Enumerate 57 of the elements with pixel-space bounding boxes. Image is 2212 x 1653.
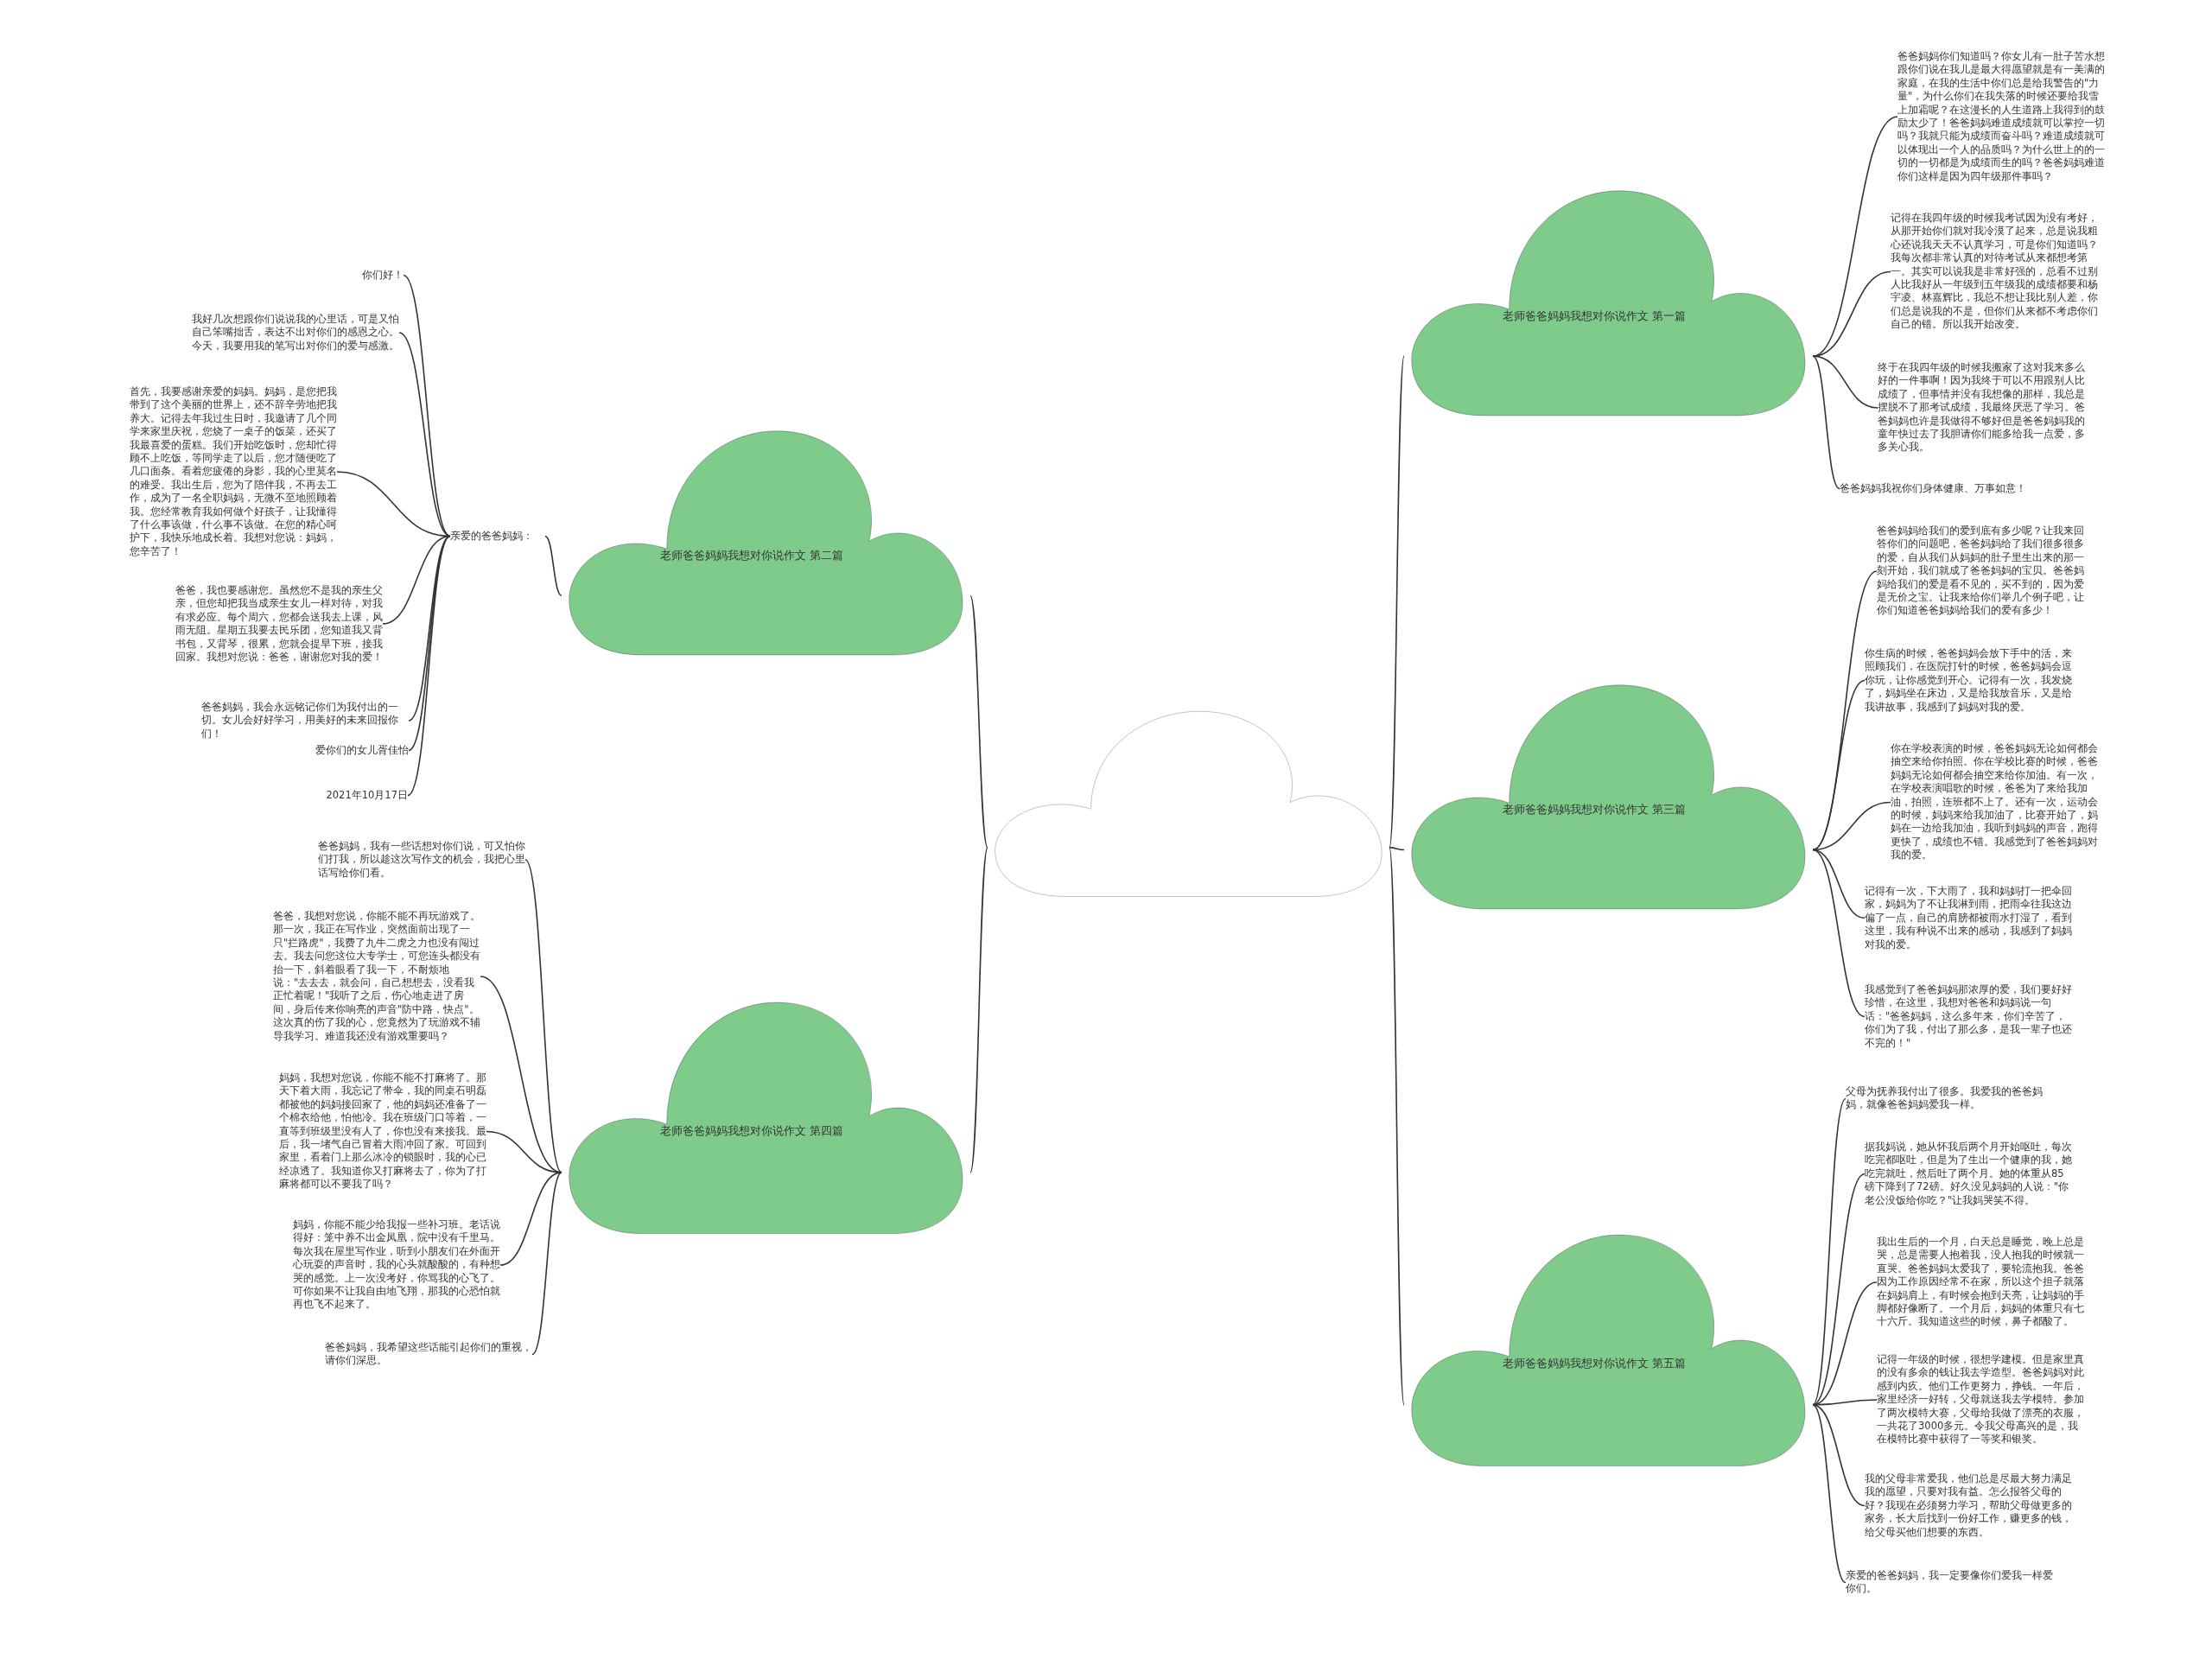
connector-line (1812, 849, 1866, 1018)
connector-line (531, 1172, 563, 1356)
paragraph-text: 妈妈，我想对您说，你能不能不打麻将了。那天下着大雨，我忘记了带伞，我的同桌石明磊都被他的妈妈接回家了，他的妈妈还准备了一个棉衣给他，怕他冷。我在班级门口等着，一直等到班级里没有人了，你也没有来接我。最后，我一堵气自己冒着大雨冲回了家。可回到家里，看着门上那么冰冷的锁眼时，我的心已经凉透了。我知道你又打麻将去了，你为了打麻将都可以不要我了吗？ (279, 1071, 486, 1192)
paragraph-text: 亲爱的爸爸妈妈，我一定要像你们爱我一样爱你们。 (1846, 1569, 2053, 1596)
paragraph-text: 我好几次想跟你们说说我的心里话，可是又怕自己笨嘴拙舌，表达不出对你们的感恩之心。今天，我要用我的笔写出对你们的爱与感激。 (192, 313, 399, 353)
connector-line (1389, 847, 1405, 1406)
connector-line (524, 859, 563, 1173)
paragraph-text: 记得有一次，下大雨了，我和妈妈打一把伞回家，妈妈为了不让我淋到雨，把雨伞往我这边偏了一点，自己的肩膀都被雨水打湿了，看到这里，我有种说不出来的感动，我感到了妈妈对我的爱。 (1865, 885, 2072, 952)
paragraph-text: 记得一年级的时候，很想学建模。但是家里真的没有多余的钱让我去学造型。爸爸妈妈对此感到内疚。他们工作更努力，挣钱。一年后，家里经济一好转，父母就送我去学模特。参加了两次模特大赛，父母给我做了漂亮的衣服，一共花了3000多元。令我父母高兴的是，我在模特比赛中获得了一等奖和银奖。 (1877, 1353, 2084, 1446)
paragraph-text: 亲爱的爸爸妈妈： (450, 530, 545, 544)
paragraph-text: 爸爸妈妈，我希望这些话能引起你们的重视，请你们深思。 (325, 1341, 532, 1368)
paragraph-text: 你们好！ (328, 269, 404, 283)
connector-line (403, 274, 451, 537)
paragraph-text: 我的父母非常爱我，他们总是尽最大努力满足我的愿望，只要对我有益。怎么报答父母的好？我现在必须努力学习，帮助父母做更多的家务，长大后找到一份好工作，赚更多的钱，给父母买他们想要的东西。 (1865, 1472, 2072, 1540)
paragraph-text: 我感觉到了爸爸妈妈那浓厚的爱，我们要好好珍惜，在这里，我想对爸爸和妈妈说一句话："爸爸妈妈，这么多年来，你们辛苦了，你们为了我，付出了那么多，是我一辈子也还不完的！" (1865, 983, 2072, 1051)
connector-line (1812, 1404, 1866, 1507)
connector-line (544, 535, 563, 597)
paragraph-text: 我出生后的一个月，白天总是睡觉，晚上总是哭，总是需要人抱着我，没人抱我的时候就一直哭。爸爸妈妈太爱我了，要轮流抱我。爸爸因为工作原因经常不在家，所以这个担子就落在妈妈肩上，有时候会抱到天亮，让妈妈的手脚都好像断了。一个月后，妈妈的体重只有七十六斤。我知道这些的时候，鼻子都酸了。 (1877, 1236, 2084, 1329)
paragraph-text: 父母为抚养我付出了很多。我爱我的爸爸妈妈，就像爸爸妈妈爱我一样。 (1846, 1085, 2053, 1112)
connector-line (1389, 355, 1405, 849)
connector-line (1812, 1097, 1847, 1406)
connector-line (1812, 1173, 1866, 1406)
paragraph-text: 爸爸妈妈给我们的爱到底有多少呢？让我来回答你们的问题吧，爸爸妈妈给了我们很多很多的爱，自从我们从妈妈的肚子里生出来的那一刻开始，我们就成了爸爸妈妈的宝贝。爸爸妈妈给我们的爱是看不见的，买不到的，因为爱是无价之宝。让我来给你们举几个例子吧，让你们知道爸爸妈妈给我们的爱有多少！ (1877, 525, 2084, 618)
topic-title: 老师爸爸妈妈我想对你说作文 第四篇 (659, 1122, 844, 1138)
topic-title: 老师爸爸妈妈我想对你说作文 第三篇 (1502, 802, 1687, 817)
connector-line (969, 847, 988, 1173)
paragraph-text: 你生病的时候，爸爸妈妈会放下手中的活，来照顾我们，在医院打针的时候，爸爸妈妈会逗你玩，让你感觉到开心。记得有一次，我发烧了，妈妈坐在床边，又是给我放音乐，又是给我讲故事，我感到了妈妈对我的爱。 (1865, 647, 2072, 715)
paragraph-text: 据我妈说，她从怀我后两个月开始呕吐，每次吃完都呕吐，但是为了生出一个健康的我，她吃完就吐，然后吐了两个月。她的体重从85磅下降到了72磅。好久没见妈妈的人说："你老公没饭给你吃？"让我妈哭笑不得。 (1865, 1141, 2072, 1208)
connector-line (407, 535, 451, 797)
paragraph-text: 爱你们的女儿胥佳怡 (259, 744, 409, 758)
connector-line (398, 332, 451, 537)
paragraph-text: 2021年10月17日 (276, 789, 408, 803)
connector-line (382, 535, 451, 625)
connector-line (1389, 847, 1405, 851)
paragraph-text: 妈妈，你能不能少给我报一些补习班。老话说得好：笼中养不出金凤凰，院中没有千里马。每次我在屋里写作业，听到小朋友们在外面开心玩耍的声音时，我的心头就酸酸的，有种想哭的感觉。上一次没考好，你骂我的心飞了。可你如果不让我自由地飞翔，那我的心恐怕就再也飞不起来了。 (293, 1218, 500, 1312)
paragraph-text: 爸爸妈妈，我有一些话想对你们说，可又怕你们打我，所以趁这次写作文的机会，我把心里话写给你们看。 (318, 840, 525, 881)
connector-line (1812, 801, 1891, 851)
connector-line (1812, 270, 1891, 357)
paragraph-text: 爸爸，我也要感谢您。虽然您不是我的亲生父亲，但您却把我当成亲生女儿一样对待，对我有求必应。每个周六，您都会送我去上课，风雨无阻。星期五我要去民乐团，您知道我又背书包，又背琴，很累，您就会提早下班，接我回家。我想对您说：爸爸，谢谢您对我的爱！ (175, 584, 383, 664)
paragraph-text: 终于在我四年级的时候我搬家了这对我来多么好的一件事啊！因为我终于可以不用跟别人比成绩了，但事情并没有我想像的那样，我总是摆脱不了那考试成绩，我最终厌恶了学习。爸爸妈妈也许是我做得不够好但是爸爸妈妈我的童年快过去了我胆请你们能多给我一点爱，多多关心我。 (1878, 361, 2085, 455)
topic-title: 老师爸爸妈妈我想对你说作文 第五篇 (1502, 1355, 1687, 1370)
paragraph-text: 你在学校表演的时候，爸爸妈妈无论如何都会抽空来给你拍照。你在学校比赛的时候，爸爸妈妈无论如何都会抽空来给你加油。有一次，在学校表演唱歌的时候，爸爸为了来给我加油，拍照，连班都不上了。还有一次，运动会的时候，妈妈来给我加油了，比赛开始了，妈妈在一边给我加油，我听到妈妈的声音，跑得更快了，成绩也不错。我感觉到了爸爸妈妈对我的爱。 (1891, 742, 2098, 862)
connector-line (1812, 679, 1866, 851)
paragraph-text: 爸爸妈妈，我会永远铭记你们为我付出的一切。女儿会好好学习，用美好的未来回报你们！ (201, 701, 409, 741)
connector-line (1812, 1404, 1847, 1584)
connector-line (1812, 355, 1878, 409)
paragraph-text: 首先，我要感谢亲爱的妈妈。妈妈，是您把我带到了这个美丽的世界上，还不辞辛劳地把我养大。记得去年我过生日时，我邀请了几个同学来家里庆祝，您烧了一桌子的饭菜，还买了我最喜爱的蛋糕。我们开始吃饭时，您却忙得顾不上吃饭，等同学走了以后，您才随便吃了几口面条。看着您疲倦的身影，我的心里莫名的难受。我出生后，您为了陪伴我，不再去工作，成为了一名全职妈妈，无微不至地照顾着我。您经常教育我如何做个好孩子，让我懂得了什么事该做，什么事不该做。在您的精心呵护下，我快乐地成长着。我想对您说：妈妈，您辛苦了！ (130, 385, 337, 559)
paragraph-text: 爸爸，我想对您说，你能不能不再玩游戏了。那一次，我正在写作业，突然面前出现了一只"拦路虎"，我费了九牛二虎之力也没有闯过去。我去问您这位大专学士，可您连头都没有抬一下，斜着眼看了我一下，不耐烦地说："去去去，就会问，自己想想去，没看我正忙着呢！"我听了之后，伤心地走进了房间，身后传来你响亮的声音"防中路，快点"。这次真的伤了我的心，您竟然为了玩游戏不辅导我学习。难道我还没有游戏重要吗？ (273, 910, 480, 1044)
topic-title: 老师爸爸妈妈我想对你说作文 第一篇 (1502, 308, 1687, 323)
topic-title: 老师爸爸妈妈我想对你说作文 第二篇 (659, 548, 844, 563)
paragraph-text: 爸爸妈妈你们知道吗？你女儿有一肚子苦水想跟你们说在我儿是最大得愿望就是有一美满的家庭，在我的生活中你们总是给我警告的"力量"，为什么你们在我失落的时候还要给我雪上加霜呢？在这漫长的人生道路上我得到的鼓励太少了！爸爸妈妈难道成绩就可以掌控一切吗？我就只能为成绩而奋斗吗？难道成绩就可以体现出一个人的品质吗？为什么世上的的一切的一切都是为成绩而生的吗？爸爸妈妈难道你们这样是因为四年级那件事吗？ (1897, 50, 2105, 184)
connector-line (1812, 570, 1878, 851)
paragraph-text: 爸爸妈妈我祝你们身体健康、万事如意！ (1840, 482, 2047, 496)
paragraph-text: 记得在我四年级的时候我考试因为没有考好，从那开始你们就对我冷漠了起来，总是说我粗心还说我天天不认真学习，可是你们知道吗？我每次都非常认真的对待考试从来都想考第一。其实可以说我是非常好强的，总看不过别人比我好从一年级到五年级我的成绩都要和杨宇凌、林嘉辉比，我总不想让我比别人差，你们总是说我的不是，但你们从来都不考虑你们自己的错。所以我开始改变。 (1891, 212, 2098, 332)
connector-line (969, 594, 988, 849)
connector-line (499, 1172, 563, 1266)
connector-line (1812, 355, 1840, 490)
